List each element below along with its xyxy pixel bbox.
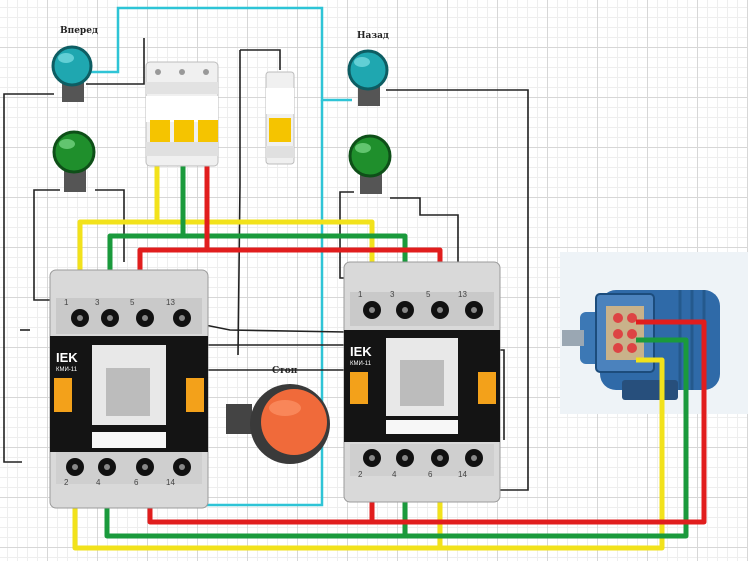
terminal-label: 4 [392,470,397,479]
motor [560,252,748,414]
terminal-label: 1 [358,290,363,299]
terminal-label: 3 [95,298,100,307]
terminal-label: 4 [96,478,101,487]
contactor-left-model: КМИ-11 [56,367,78,373]
terminal-label: 6 [428,470,433,479]
contactor-left-icon [49,269,209,509]
terminal-label: 5 [130,298,135,307]
indicator-backward-icon [347,49,389,106]
terminal-label: 6 [134,478,139,487]
terminal-label: 5 [426,290,431,299]
backward-label: Назад [357,31,389,41]
contactor-left-brand: IEK [56,350,78,365]
terminal-label: 13 [458,290,467,299]
terminal-label: 13 [166,298,175,307]
terminal-label: 14 [166,478,175,487]
motor-shaft [562,330,584,346]
motor-terminal-block [606,306,644,360]
contactor-right-model: КМИ-11 [350,361,372,367]
stop-button-icon [226,384,330,464]
terminal-label: 14 [458,470,467,479]
terminal-label: 2 [64,478,69,487]
indicator-forward-icon [51,45,93,102]
motor-foot [622,380,678,400]
contactor-right-icon [343,261,501,503]
circuit-breaker-3p-icon [145,61,219,167]
terminal-label: 1 [64,298,69,307]
terminal-label: 2 [358,470,363,479]
terminal-label: 3 [390,290,395,299]
forward-label: Вперед [60,26,98,36]
contactor-right-brand: IEK [350,344,372,359]
circuit-breaker-1p-icon [265,71,295,165]
indicator-run-right-icon [348,134,392,194]
stop-label: Стоп [272,366,298,376]
indicator-run-left-icon [52,130,96,192]
